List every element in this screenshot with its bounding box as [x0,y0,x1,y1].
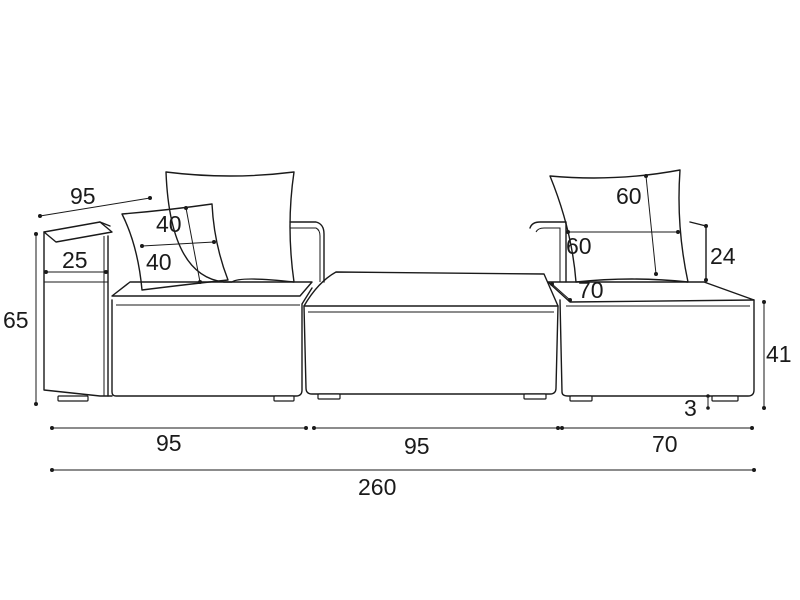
chaise-depth-label: 70 [578,277,604,303]
left-small-pillow [121,203,229,291]
module-middle-width-label: 95 [404,433,430,459]
total-height-label: 65 [3,307,29,333]
pillow-right-width-label: 60 [566,233,592,259]
module-left-width-label: 95 [156,430,182,456]
leg-height-label: 3 [684,395,697,421]
module-right-width-label: 70 [652,431,678,457]
armrest-width-label: 25 [62,247,88,273]
left-large-pillow [165,171,295,283]
left-back-frame [289,221,325,283]
pillow-small-height-label: 40 [156,211,182,237]
dimension-lines [34,174,766,472]
seat-height-label: 41 [766,341,792,367]
total-width-label: 260 [358,474,396,500]
middle-ottoman [303,271,559,400]
pillow-small-width-label: 40 [146,249,172,275]
left-armrest [43,221,113,397]
armrest-depth-label: 95 [70,183,96,209]
pillow-right-height-label: 60 [616,183,642,209]
right-large-pillow [549,169,689,283]
left-seat [57,281,313,402]
right-chaise [529,221,755,402]
back-height-label: 24 [710,243,736,269]
